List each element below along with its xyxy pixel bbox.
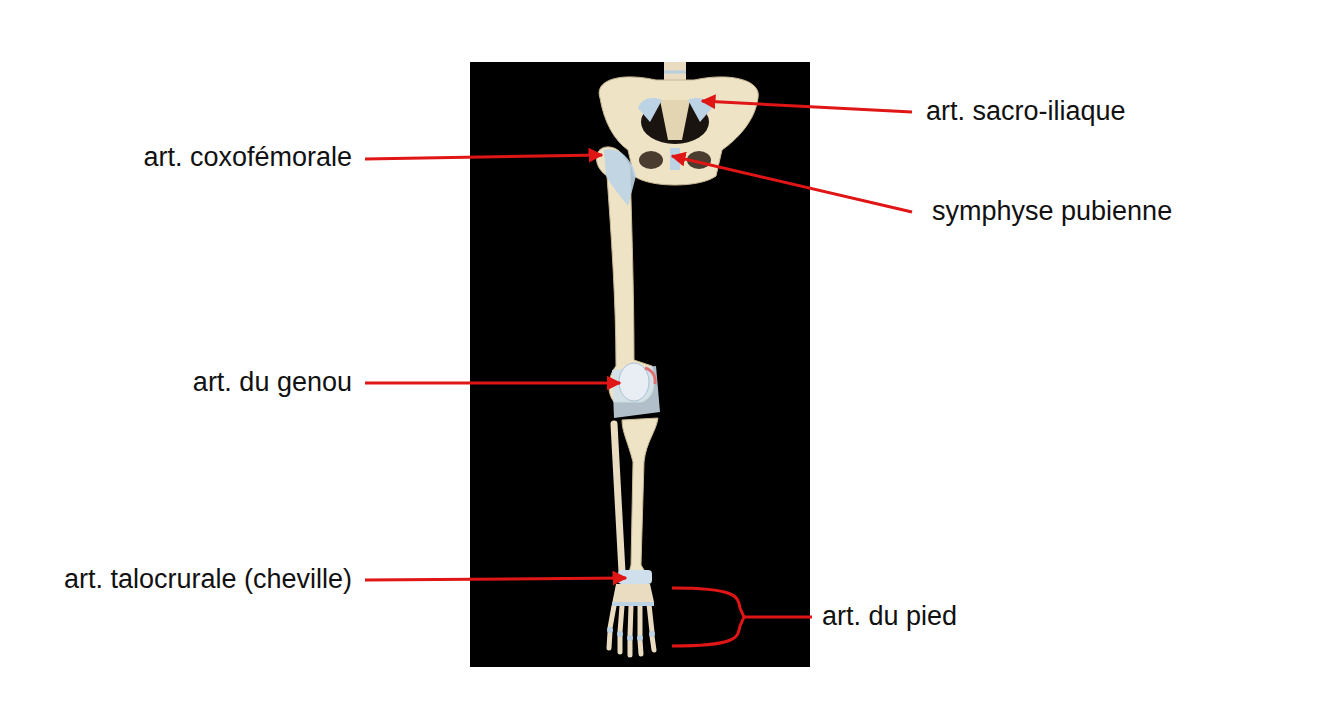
leader-lines xyxy=(365,101,912,646)
skeleton xyxy=(596,62,758,655)
joint-label: art. sacro-iliaque xyxy=(926,96,1126,127)
joint-label: art. talocrurale (cheville) xyxy=(64,564,352,595)
joint-label: art. du pied xyxy=(822,601,957,632)
joint-label: art. coxofémorale xyxy=(143,142,352,173)
joint-label: art. du genou xyxy=(193,367,352,398)
bracket xyxy=(672,588,744,646)
joint-label: symphyse pubienne xyxy=(932,196,1172,227)
black-panel xyxy=(470,62,810,667)
